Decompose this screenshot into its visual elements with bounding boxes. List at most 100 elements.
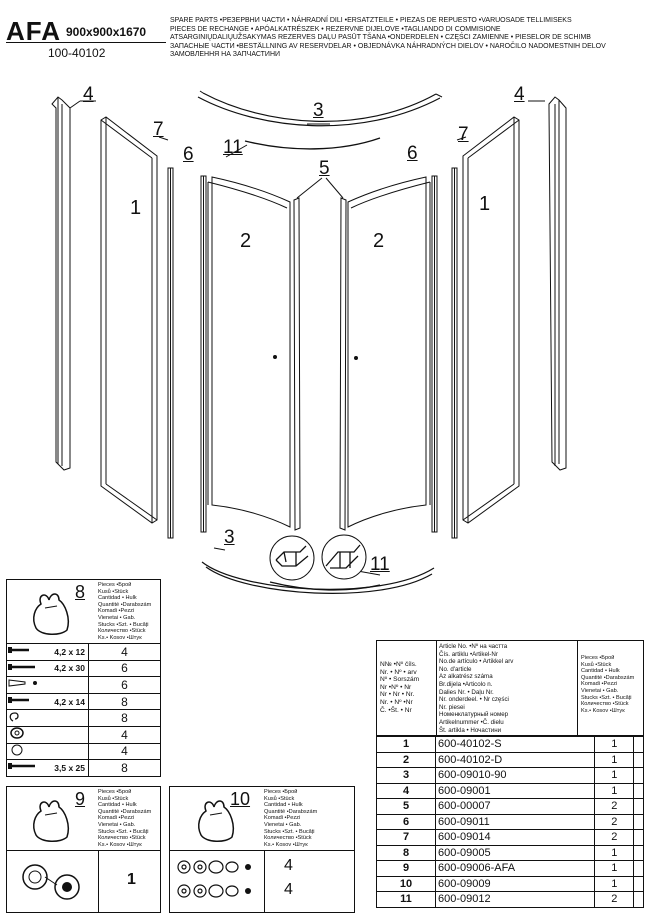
callout-3-bottom: 3: [224, 527, 235, 548]
part-no: 8: [376, 844, 436, 861]
part-no: 3: [376, 767, 436, 784]
callout-1-left: 1: [130, 197, 142, 219]
bottom-rail: [201, 547, 435, 594]
spare-line: SPARE PARTS •РЕЗЕРВНИ ЧАСТИ • NÁHRADNÍ D…: [170, 17, 572, 24]
callout-6-left: 6: [183, 144, 194, 165]
pieces-line: Количество •Stück: [98, 628, 146, 635]
table-row: 6: [7, 676, 160, 694]
article-no: 600-09006-AFA: [434, 860, 596, 877]
part-no: 5: [376, 798, 436, 815]
table-row: 3,5 x 25 8: [7, 759, 160, 776]
hardware-qty: 4: [88, 726, 160, 744]
kit-10-number: 10: [230, 789, 251, 809]
hardware-size: 4,2 x 12: [47, 644, 89, 661]
pieces-line: Komadi •Pezzi: [98, 608, 135, 615]
table-row: 4,2 x 30 6: [7, 660, 160, 678]
header-line: Č. •Št. • Nr: [380, 706, 412, 714]
screw-icon: [7, 693, 47, 711]
pieces-line: Kusů •Stück: [98, 795, 129, 802]
hardware-size: 3,5 x 25: [54, 762, 85, 773]
kit-9-header: 9 Pieces •Брой Kusů •Stück Cantidad • Hu…: [7, 787, 160, 851]
callout-3-top: 3: [313, 100, 324, 121]
part-qty: 2: [594, 891, 635, 908]
pieces-line: Количество •Stück: [98, 835, 146, 842]
article-no: 600-09012: [434, 891, 596, 908]
pieces-line: Stucks •Szt. • Bucăți: [98, 621, 149, 628]
hardware-qty: 6: [88, 676, 160, 694]
top-rail: [197, 90, 443, 127]
article-no: 600-09010-90: [434, 767, 596, 784]
pieces-line: Pieces •Брой: [98, 582, 132, 588]
hardware-size: [47, 726, 89, 744]
header-line: N№ •Nº číls.: [380, 661, 417, 668]
detail-circle-left: [269, 535, 315, 581]
kit-9-pieces-header: Pieces •Брой Kusů •Stück Cantidad • Hulk…: [98, 789, 160, 848]
callout-2-left: 2: [240, 230, 252, 252]
hardware-kit-8: 8 Pieces •Брой Kusů •Stück Cantidad • Hu…: [6, 579, 161, 777]
blank-cell: [633, 813, 644, 830]
callout-4-right: 4: [514, 84, 525, 105]
divider: [436, 641, 437, 735]
roller-set-icon: [177, 860, 251, 898]
model-name: AFA: [6, 16, 61, 46]
pieces-line: Pieces •Брой: [264, 789, 298, 795]
header-line: Br.dijela •Articolo n.: [439, 680, 493, 688]
blank-cell: [633, 829, 644, 846]
pieces-line: Komadi •Pezzi: [264, 815, 301, 822]
pieces-line: Kusů •Stück: [264, 795, 295, 802]
header-line: Artikelnummer •Č. dielu: [439, 718, 504, 726]
hardware-size: 4,2 x 14: [47, 693, 89, 711]
hardware-kit-10: 10 Pieces •Брой Kusů •Stück Cantidad • H…: [169, 786, 355, 913]
kit-10-qty-b: 4: [284, 881, 293, 898]
model-code: 100-40102: [48, 46, 106, 60]
fixed-glass-right: [462, 116, 520, 524]
blank-cell: [633, 798, 644, 815]
bag-icon: [33, 800, 70, 842]
callout-2-right: 2: [373, 230, 385, 252]
part-qty: 1: [594, 736, 635, 753]
header-line: Nº • Sorszám: [380, 676, 420, 684]
pieces-line: Cantidad • Hulk: [581, 668, 620, 675]
wall-plug-icon: [7, 676, 47, 694]
hardware-kit-9: 9 Pieces •Брой Kusů •Stück Cantidad • Hu…: [6, 786, 161, 913]
pieces-line: Ks.• Kosov •Штук: [98, 841, 142, 848]
article-no: 600-00007: [434, 798, 596, 815]
hardware-qty: 4: [88, 644, 160, 661]
wall-profile-left: [51, 96, 96, 471]
magnet-seal-right: [431, 175, 438, 533]
screw-icon: [7, 760, 47, 776]
center-profile-left: [293, 197, 301, 531]
seal-profile-left: [158, 136, 174, 539]
part-no: 11: [376, 891, 436, 908]
pieces-line: Stucks •Szt. • Bucăți: [581, 694, 632, 701]
pieces-line: Vienetai • Gab.: [581, 687, 619, 694]
part-qty: 2: [594, 798, 635, 815]
hardware-qty: 8: [88, 759, 160, 776]
callout-11-top: 11: [223, 137, 243, 158]
article-no: 600-09005: [434, 844, 596, 861]
part-qty: 1: [594, 782, 635, 799]
hardware-size: [47, 743, 89, 761]
table-row: 4: [7, 743, 160, 761]
kit-9-qty-cell: [98, 851, 161, 912]
part-no: 4: [376, 782, 436, 799]
ring-icon: [7, 743, 47, 761]
hardware-qty: 8: [88, 709, 160, 727]
pieces-line: Ks.• Kosov •Штук: [581, 707, 625, 714]
spare-line: PIECES DE RECHANGE • APÓALKATRÉSZEK • RE…: [170, 25, 501, 33]
pieces-line: Cantidad • Hulk: [98, 802, 137, 809]
kit-8-header: 8 Pieces •Брой Kusů •Stück Cantidad • Hu…: [7, 580, 160, 644]
kit-10-qty-cell: [264, 851, 355, 912]
exploded-diagram: [51, 90, 567, 594]
bag-icon: [33, 593, 70, 635]
kit-10-pieces-header: Pieces •Брой Kusů •Stück Cantidad • Hulk…: [264, 789, 352, 848]
article-no: 600-09001: [434, 782, 596, 799]
sliding-door-right: [347, 176, 431, 528]
header-line: Nr •Nº • Nr: [380, 683, 412, 691]
